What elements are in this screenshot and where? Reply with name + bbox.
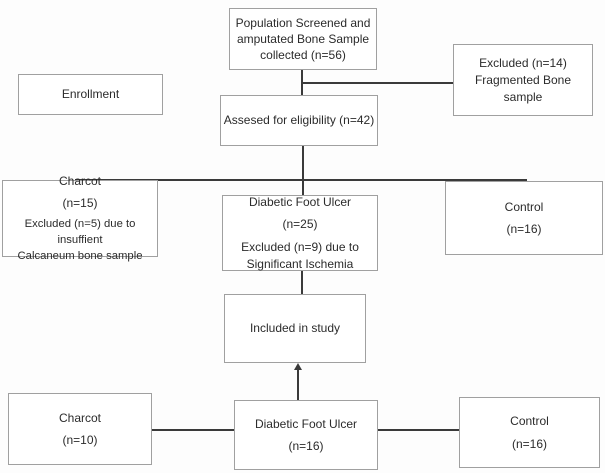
connector-dfu-to-included [301,271,303,294]
box-line: Control [510,414,549,429]
box-line: (n=15) [62,196,98,211]
box-included-in-study: Included in study [224,294,366,363]
box-line: (n=16) [506,222,542,236]
box-line: amputated Bone Sample [236,31,370,46]
connector-assessed-to-allocation [302,146,304,195]
box-charcot-mid: Charcot (n=15) Excluded (n=5) due to ins… [2,174,158,262]
connector-branch-to-excluded [301,82,453,84]
box-line: (n=25) [282,217,318,232]
box-line: Excluded (n=14) [479,56,567,71]
box-control-mid: Control (n=16) [445,181,603,255]
connector-dfubottom-to-included [297,369,299,400]
box-line: Included in study [249,321,341,336]
box-line: Excluded (n=5) due to insuffient [24,218,136,246]
box-diabetic-foot-ulcer-bottom: Diabetic Foot Ulcer (n=16) [234,400,378,470]
connector-charcotbottom-to-dfubottom [152,429,234,431]
connector-dfubottom-to-controlbottom [378,429,459,431]
box-control-bottom: Control (n=16) [459,397,600,468]
box-line: (n=10) [62,433,98,447]
box-line: Significant Ischemia [246,256,354,271]
box-enrollment: Enrollment [18,74,163,115]
box-line: Diabetic Foot Ulcer [254,416,358,431]
box-line: Excluded (n=9) due to [241,239,359,254]
connector-allocation-horizontal [75,179,527,181]
arrowhead-up-icon [294,363,302,370]
box-line: Charcot [58,410,102,425]
box-population-screened: Population Screened and amputated Bone S… [229,8,377,70]
box-line: Control [504,199,544,214]
box-line: Assesed for eligibility (n=42) [223,113,375,128]
box-line: collected (n=56) [260,48,346,63]
box-excluded-fragmented: Excluded (n=14) Fragmented Bone sample [453,44,593,116]
box-line: Fragmented Bone sample [474,73,572,104]
box-line: (n=16) [511,436,548,451]
box-charcot-bottom: Charcot (n=10) [8,393,152,465]
box-line: Enrollment [61,87,120,102]
box-line: Charcot [58,173,102,188]
box-diabetic-foot-ulcer-mid: Diabetic Foot Ulcer (n=25) Excluded (n=9… [222,195,378,271]
box-line: Diabetic Foot Ulcer [248,195,352,210]
box-assessed-eligibility: Assesed for eligibility (n=42) [220,95,378,146]
box-line: (n=16) [288,439,324,453]
box-line: Calcaneum bone sample [17,249,143,262]
box-line: Population Screened and [235,15,371,30]
